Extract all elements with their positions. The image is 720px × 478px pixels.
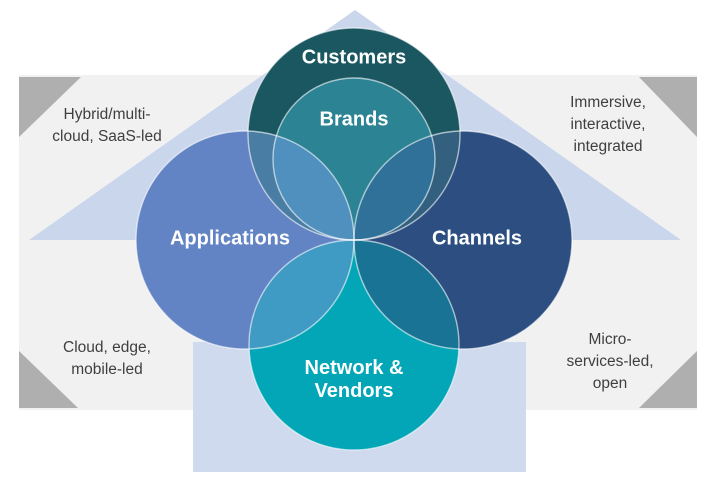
- note-bottom-right-line1: Micro-: [588, 331, 632, 348]
- applications-label: Applications: [169, 227, 291, 250]
- overlap-applications-brands: [272, 135, 354, 241]
- channels-label: Channels: [431, 227, 523, 250]
- corner-triangle-top-right: [639, 77, 697, 137]
- overlap-applications-network: [248, 239, 354, 349]
- note-bottom-left: Cloud, edge, mobile-led: [63, 337, 151, 381]
- note-top-right-line1: Immersive,: [570, 94, 646, 111]
- note-bottom-right-line2: services-led,: [566, 353, 654, 370]
- corner-triangle-top-left: [19, 77, 81, 137]
- network-vendors-label: Network & Vendors: [305, 357, 404, 403]
- overlap-channels-brands: [354, 135, 436, 241]
- note-top-right: Immersive, interactive, integrated: [570, 92, 646, 158]
- customers-label: Customers: [301, 46, 407, 69]
- note-top-right-line2: interactive,: [570, 116, 646, 133]
- note-bottom-left-line2: mobile-led: [71, 361, 143, 378]
- network-vendors-label-line2: Vendors: [314, 380, 394, 402]
- note-bottom-right-line3: open: [592, 375, 628, 392]
- note-top-left: Hybrid/multi- cloud, SaaS-led: [52, 104, 161, 148]
- corner-triangle-bottom-left: [19, 351, 78, 408]
- network-vendors-outline: [248, 239, 460, 451]
- note-top-left-line1: Hybrid/multi-: [63, 106, 151, 123]
- note-bottom-right: Micro- services-led, open: [567, 329, 654, 395]
- note-bottom-left-line1: Cloud, edge,: [63, 339, 151, 356]
- note-top-left-line2: cloud, SaaS-led: [52, 128, 162, 145]
- corner-triangle-bottom-right: [639, 351, 697, 408]
- note-top-right-line3: integrated: [573, 138, 643, 155]
- network-vendors-label-line1: Network &: [304, 357, 404, 379]
- overlap-channels-network: [353, 239, 460, 349]
- brands-label: Brands: [319, 108, 389, 131]
- circle-outlines: [135, 27, 573, 451]
